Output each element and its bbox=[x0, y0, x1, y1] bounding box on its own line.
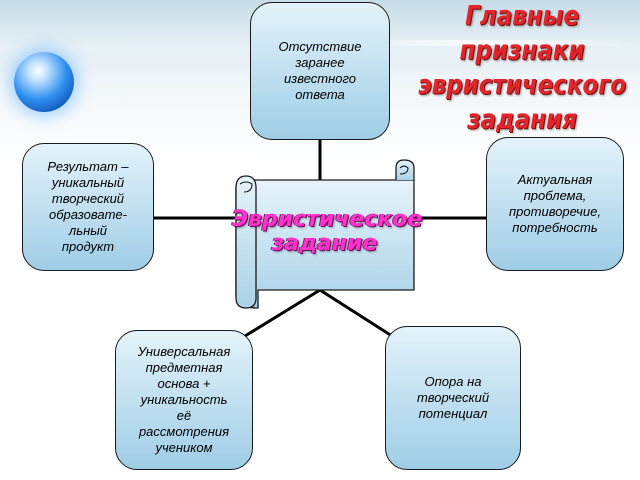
feature-box-bottom-right-text: Опора на творческий потенциал bbox=[416, 374, 490, 421]
feature-box-bottom-right: Опора на творческий потенциал bbox=[385, 326, 521, 470]
connector-bottom-left bbox=[244, 288, 321, 338]
decorative-orb bbox=[14, 52, 74, 112]
slide-title-line2: эвристического задания bbox=[417, 70, 627, 135]
feature-box-top-text: Отсутствие заранее известного ответа bbox=[278, 39, 362, 102]
feature-box-right-text: Актуальная проблема, противоречие, потре… bbox=[509, 172, 601, 235]
center-label: Эвристическое задание bbox=[232, 207, 423, 256]
feature-box-left-text: Результат – уникальный творческий образо… bbox=[47, 159, 129, 254]
connector-bottom-right bbox=[319, 288, 393, 338]
scroll-shape bbox=[235, 159, 415, 309]
background-highlight bbox=[330, 40, 640, 46]
feature-box-bottom-left: Универсальная предметная основа + уникал… bbox=[115, 330, 253, 470]
feature-box-bottom-left-text: Универсальная предметная основа + уникал… bbox=[137, 344, 231, 455]
feature-box-top: Отсутствие заранее известного ответа bbox=[250, 2, 390, 140]
feature-box-right: Актуальная проблема, противоречие, потре… bbox=[486, 137, 624, 271]
feature-box-left: Результат – уникальный творческий образо… bbox=[22, 143, 154, 271]
slide-title: Главные признаки эвристического задания bbox=[404, 0, 640, 137]
center-label-line2: задание bbox=[271, 231, 378, 256]
slide-title-line1: Главные признаки bbox=[459, 1, 585, 66]
center-label-line1: Эвристическое bbox=[232, 207, 423, 232]
